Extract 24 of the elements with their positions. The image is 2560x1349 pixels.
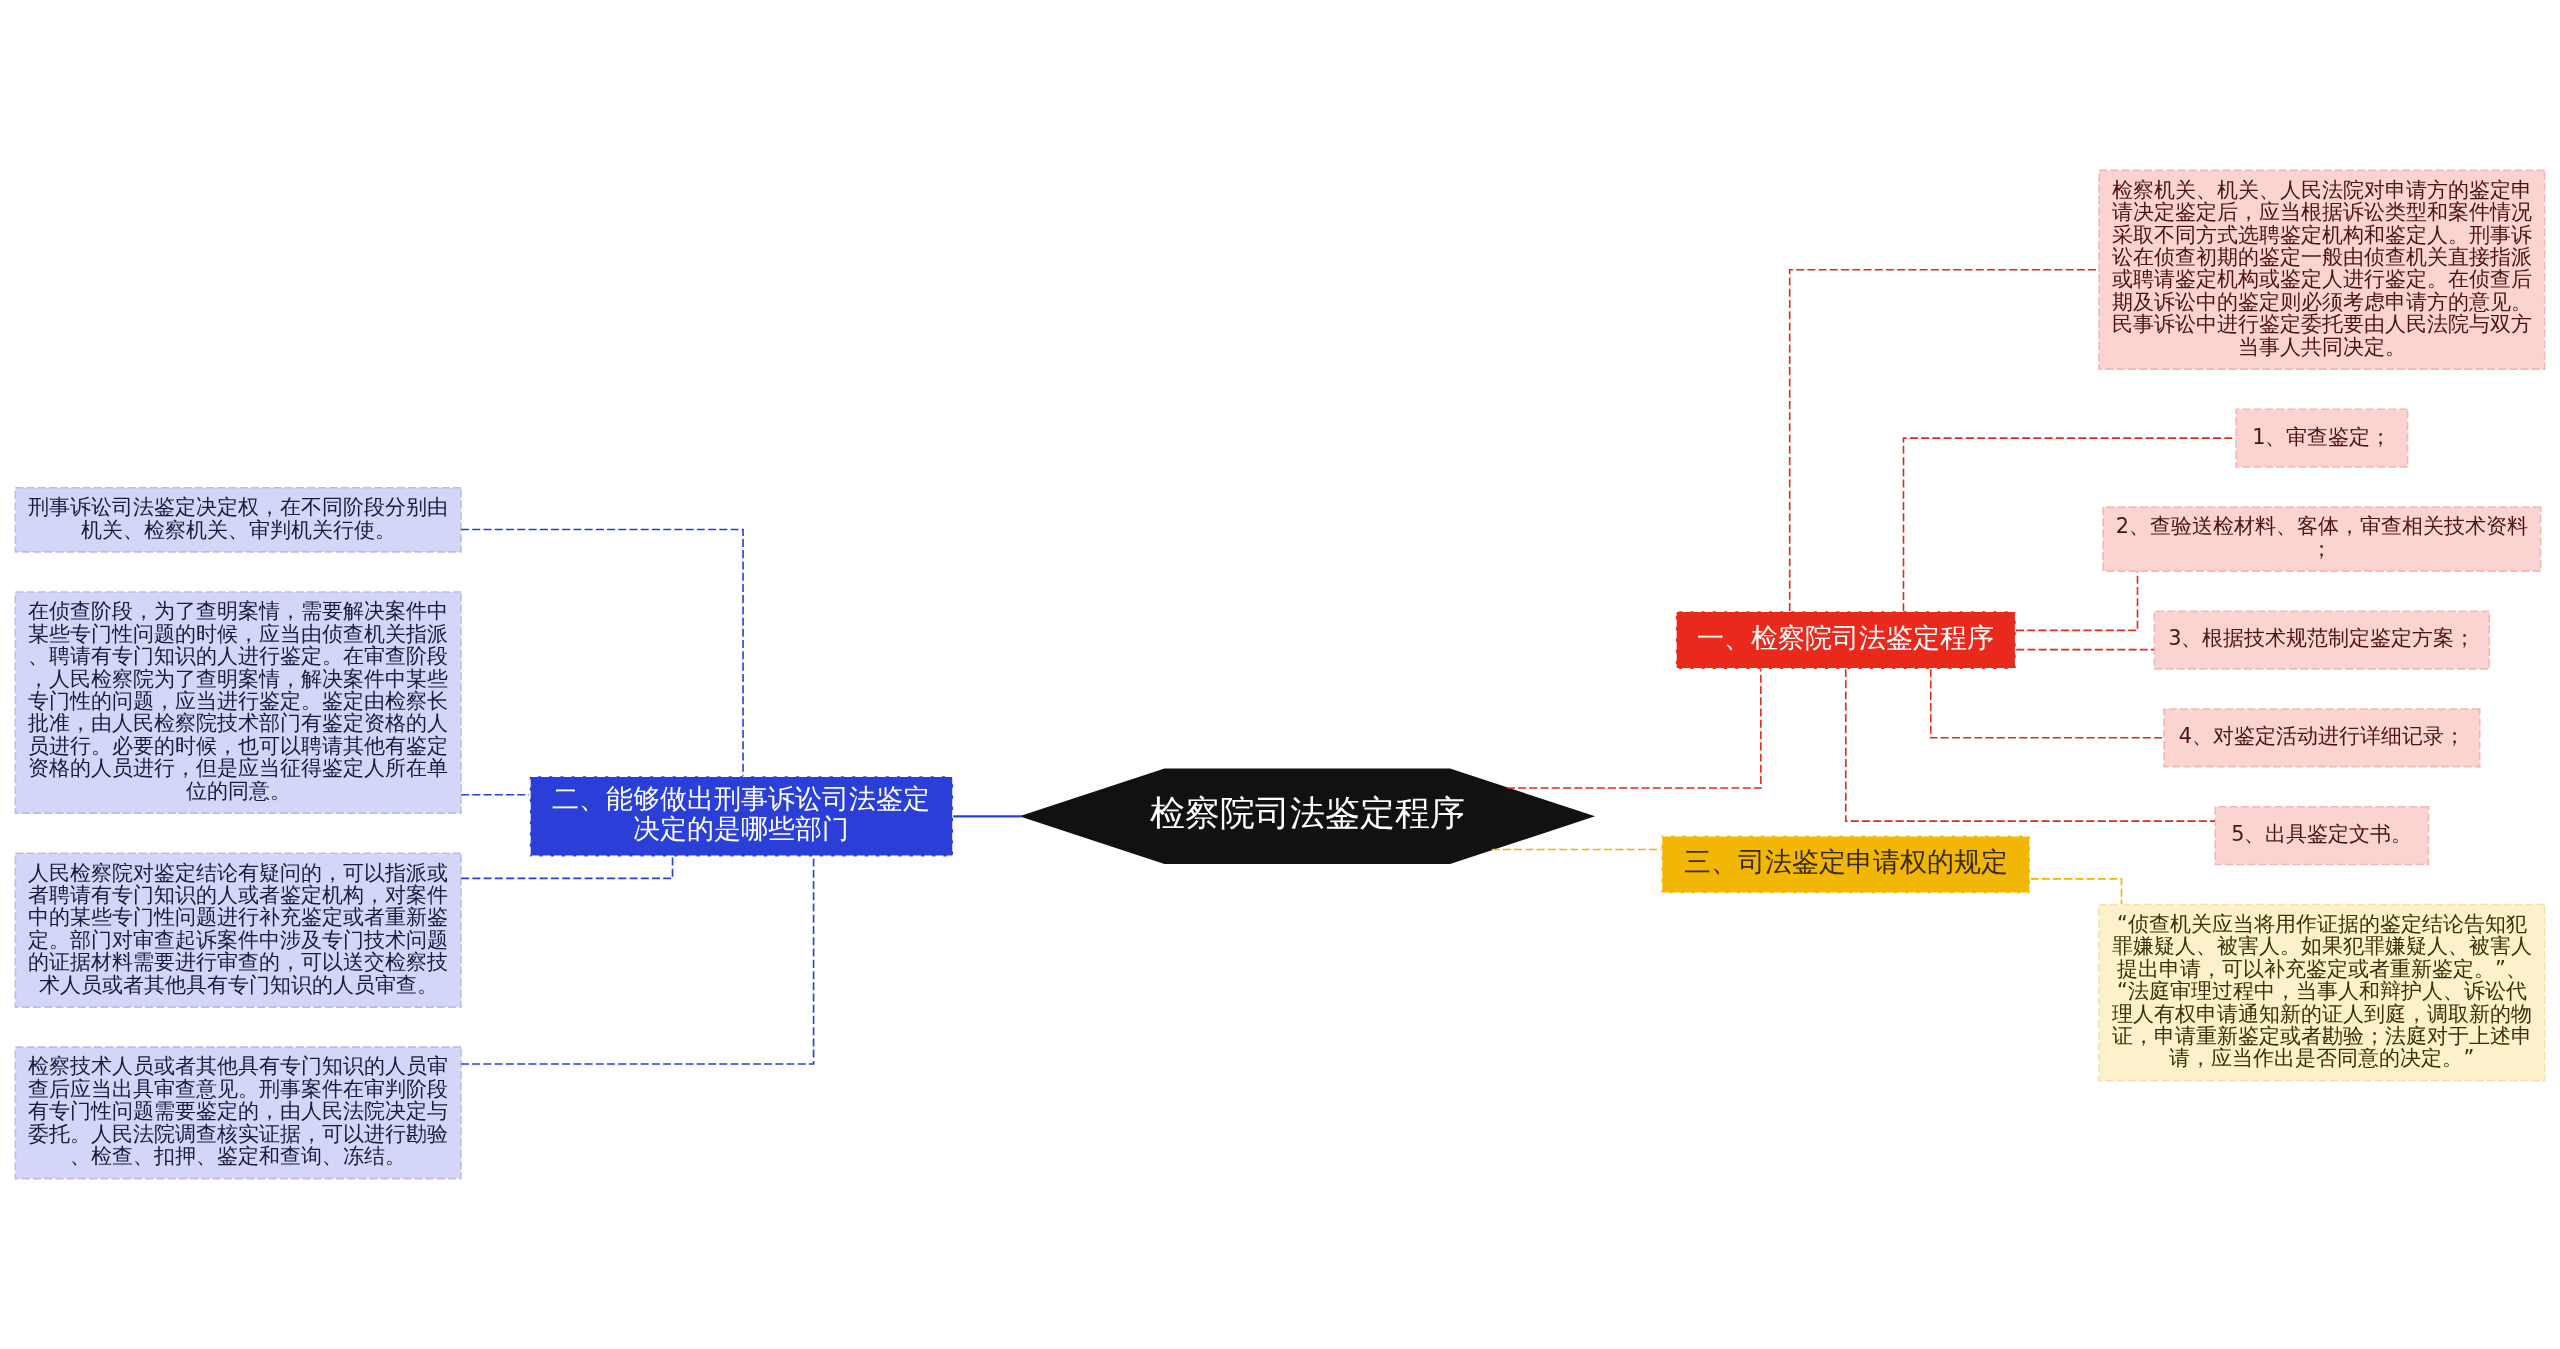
node-box: 二、能够做出刑事诉讼司法鉴定决定的是哪些部门 [529, 775, 954, 858]
node-box: 4、对鉴定活动进行详细记录； [2163, 708, 2481, 768]
connector [1845, 668, 2216, 822]
connector [2015, 648, 2155, 651]
connector [1491, 848, 1663, 851]
connector [1506, 668, 1762, 789]
node-box: 3、根据技术规范制定鉴定方案； [2153, 610, 2491, 670]
connector [953, 815, 1022, 818]
node-box: 检察技术人员或者其他具有专门知识的人员审查后应当出具审查意见。刑事案件在审判阶段有专门性问题需要鉴定的，由人民法院决定与委托。人民法院调查核实证据，可以进行勘验、检查、扣押、鉴定和查询、冻结。 [14, 1046, 462, 1180]
connector [460, 855, 815, 1065]
connector [460, 528, 744, 777]
node-box: 1、审查鉴定； [2235, 408, 2409, 468]
connector [460, 793, 530, 796]
node-box: “侦查机关应当将用作证据的鉴定结论告知犯罪嫌疑人、被害人。如果犯罪嫌疑人、被害人提出申请，可以补充鉴定或者重新鉴定。”、“法庭审理过程中，当事人和辩护人、诉讼代理人有权申请通知新的证人到庭，调取新的物证，申请重新鉴定或者勘验；法庭对于上述申请，应当作出是否同意的决定。” [2098, 903, 2546, 1082]
node-box: 人民检察院对鉴定结论有疑问的，可以指派或者聘请有专门知识的人或者鉴定机构，对案件中的某些专门性问题进行补充鉴定或者重新鉴定。部门对审查起诉案件中涉及专门技术问题的证据材料需要进行审查的，可以送交检察技术人员或者其他具有专门知识的人员审查。 [14, 852, 462, 1008]
node-box: 2、查验送检材料、客体，审查相关技术资料； [2102, 506, 2542, 572]
node-box: 在侦查阶段，为了查明案情，需要解决案件中某些专门性问题的时候，应当由侦查机关指派、聘请有专门知识的人进行鉴定。在审查阶段，人民检察院为了查明案情，解决案件中某些专门性的问题，应当进行鉴定。鉴定由检察长批准，由人民检察院技术部门有鉴定资格的人员进行。必要的时候，也可以聘请其他有鉴定资格的人员进行，但是应当征得鉴定人所在单位的同意。 [14, 591, 462, 814]
node-box: 5、出具鉴定文书。 [2214, 805, 2430, 866]
connector [1929, 668, 2165, 739]
connector [1902, 437, 2237, 612]
node-box: 一、检察院司法鉴定程序 [1675, 610, 2017, 670]
node-box: 三、司法鉴定申请权的规定 [1660, 834, 2031, 895]
node-box: 检察机关、机关、人民法院对申请方的鉴定申请决定鉴定后，应当根据诉讼类型和案件情况采取不同方式选聘鉴定机构和鉴定人。刑事诉讼在侦查初期的鉴定一般由侦查机关直接指派或聘请鉴定机构或鉴定人进行鉴定。在侦查后期及诉讼中的鉴定则必须考虑申请方的意见。民事诉讼中进行鉴定委托要由人民法院与双方当事人共同决定。 [2098, 169, 2546, 370]
node-box: 刑事诉讼司法鉴定决定权，在不同阶段分别由机关、检察机关、审判机关行使。 [14, 486, 462, 553]
